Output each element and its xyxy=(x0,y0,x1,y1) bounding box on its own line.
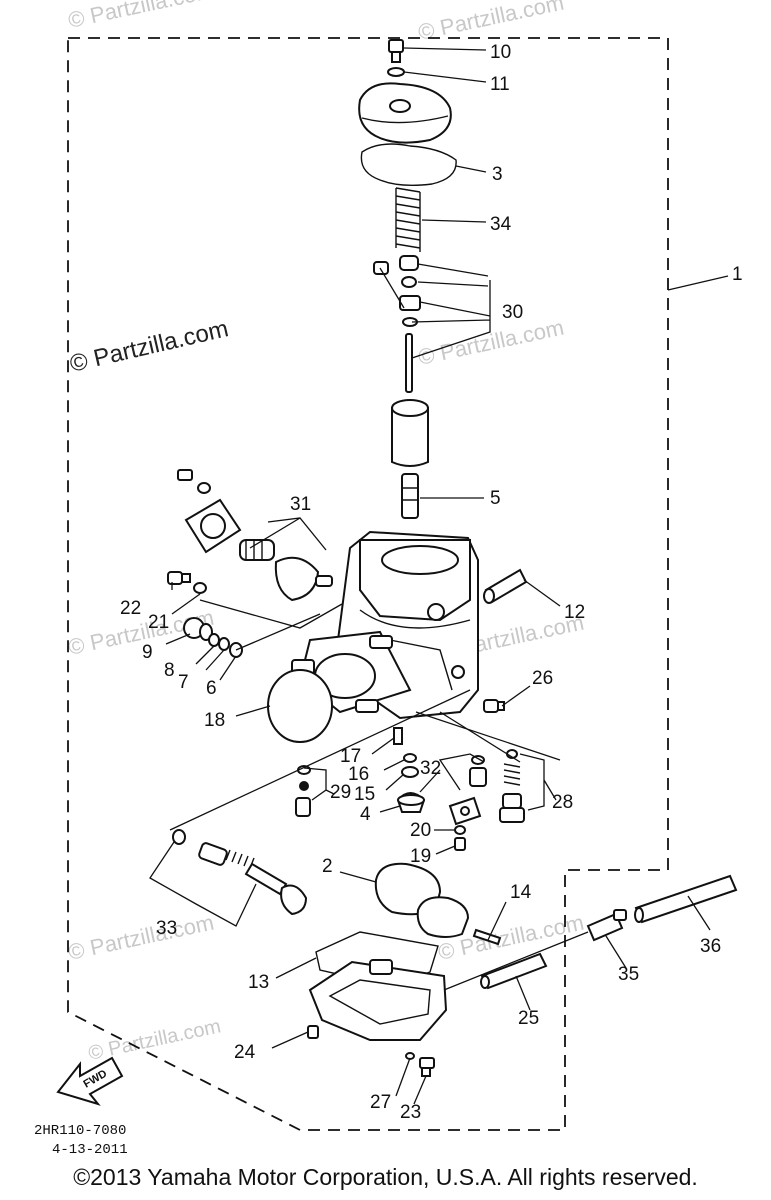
callout-35: 35 xyxy=(618,964,639,985)
callout-26: 26 xyxy=(532,668,553,689)
callout-8: 8 xyxy=(164,660,175,681)
part-12-pipe xyxy=(483,568,528,604)
callout-24: 24 xyxy=(234,1042,256,1063)
part-34-spring xyxy=(395,187,421,252)
part-35-fitting xyxy=(586,909,627,942)
part-7-o-ring xyxy=(218,637,230,651)
callout-5: 5 xyxy=(490,488,501,509)
callout-7: 7 xyxy=(178,672,189,693)
part-3-gasket xyxy=(360,143,457,187)
callout-3: 3 xyxy=(492,164,503,185)
part-31-cover-assembly xyxy=(177,469,333,602)
part-21-o-ring xyxy=(193,582,207,594)
part-10-screw xyxy=(388,39,404,63)
callout-16: 16 xyxy=(348,764,369,785)
callout-19: 19 xyxy=(410,846,431,867)
part-8-washer xyxy=(208,633,220,647)
watermark: © Partzilla.com xyxy=(66,910,216,965)
callout-18: 18 xyxy=(204,710,225,731)
part-20-washer xyxy=(454,825,466,835)
copyright-notice: ©2013 Yamaha Motor Corporation, U.S.A. A… xyxy=(73,1164,698,1190)
part-23-drain-screw xyxy=(419,1057,435,1077)
part-4-holder xyxy=(396,792,426,813)
callout-numbers: 10 11 3 34 1 30 5 31 12 22 21 9 8 7 6 26… xyxy=(120,42,743,1123)
callout-22: 22 xyxy=(120,598,141,619)
part-30-jet-needle-set xyxy=(373,255,421,393)
part-22-screw xyxy=(167,571,191,585)
callout-27: 27 xyxy=(370,1092,391,1113)
callout-23: 23 xyxy=(400,1102,421,1123)
part-top-cap xyxy=(358,82,452,144)
callout-17: 17 xyxy=(340,746,361,767)
watermark: © Partzilla.com xyxy=(416,315,566,370)
callout-21: 21 xyxy=(148,612,169,633)
watermark-dark: © Partzilla.com xyxy=(67,315,231,378)
callout-14: 14 xyxy=(510,882,532,903)
part-18-gasket xyxy=(267,669,333,743)
part-float-bowl xyxy=(308,959,448,1041)
callout-1: 1 xyxy=(732,264,743,285)
part-25-hose xyxy=(480,952,548,990)
callout-12: 12 xyxy=(564,602,585,623)
callout-11: 11 xyxy=(490,74,510,95)
callout-36: 36 xyxy=(700,936,721,957)
part-33-starter-plunger xyxy=(172,829,308,916)
assembly-boundary xyxy=(67,37,669,1131)
callout-6: 6 xyxy=(206,678,217,699)
part-24-screw xyxy=(307,1025,319,1039)
part-36-hose xyxy=(634,874,738,924)
part-throttle-slide xyxy=(391,399,429,467)
callout-29: 29 xyxy=(330,782,351,803)
callout-15: 15 xyxy=(354,784,375,805)
part-19-screw xyxy=(454,837,466,851)
part-9-piston xyxy=(183,617,213,641)
part-2-float xyxy=(374,862,470,938)
part-5-needle-jet xyxy=(401,473,419,519)
callout-31: 31 xyxy=(290,494,311,515)
callout-10: 10 xyxy=(490,42,511,63)
diagram-code: 2HR110-7080 xyxy=(34,1123,126,1139)
watermark: © Partzilla.com xyxy=(66,0,216,33)
callout-33: 33 xyxy=(156,918,177,939)
part-11-washer xyxy=(387,67,405,77)
callout-28: 28 xyxy=(552,792,573,813)
callout-20: 20 xyxy=(410,820,431,841)
part-15-o-ring xyxy=(401,766,419,778)
part-14-pin xyxy=(472,928,502,946)
callout-2: 2 xyxy=(322,856,333,877)
callout-34: 34 xyxy=(490,214,512,235)
part-28-screw-set xyxy=(499,749,525,823)
part-26-screw xyxy=(483,699,505,713)
part-17-jet xyxy=(393,727,403,745)
part-13-gasket xyxy=(315,931,439,987)
callout-25: 25 xyxy=(518,1008,539,1029)
leader-lines xyxy=(149,47,729,1105)
callout-30: 30 xyxy=(502,302,523,323)
callout-4: 4 xyxy=(360,804,371,825)
callout-32: 32 xyxy=(420,758,441,779)
part-32-pilot-screw-set xyxy=(448,755,487,826)
callout-9: 9 xyxy=(142,642,153,663)
diagram-date: 4-13-2011 xyxy=(52,1142,128,1158)
watermark: © Partzilla.com xyxy=(86,1015,222,1065)
callout-13: 13 xyxy=(248,972,269,993)
part-29-screw-set xyxy=(295,765,311,817)
part-16-washer xyxy=(403,753,417,763)
fwd-arrow-icon: FWD xyxy=(56,1056,124,1106)
